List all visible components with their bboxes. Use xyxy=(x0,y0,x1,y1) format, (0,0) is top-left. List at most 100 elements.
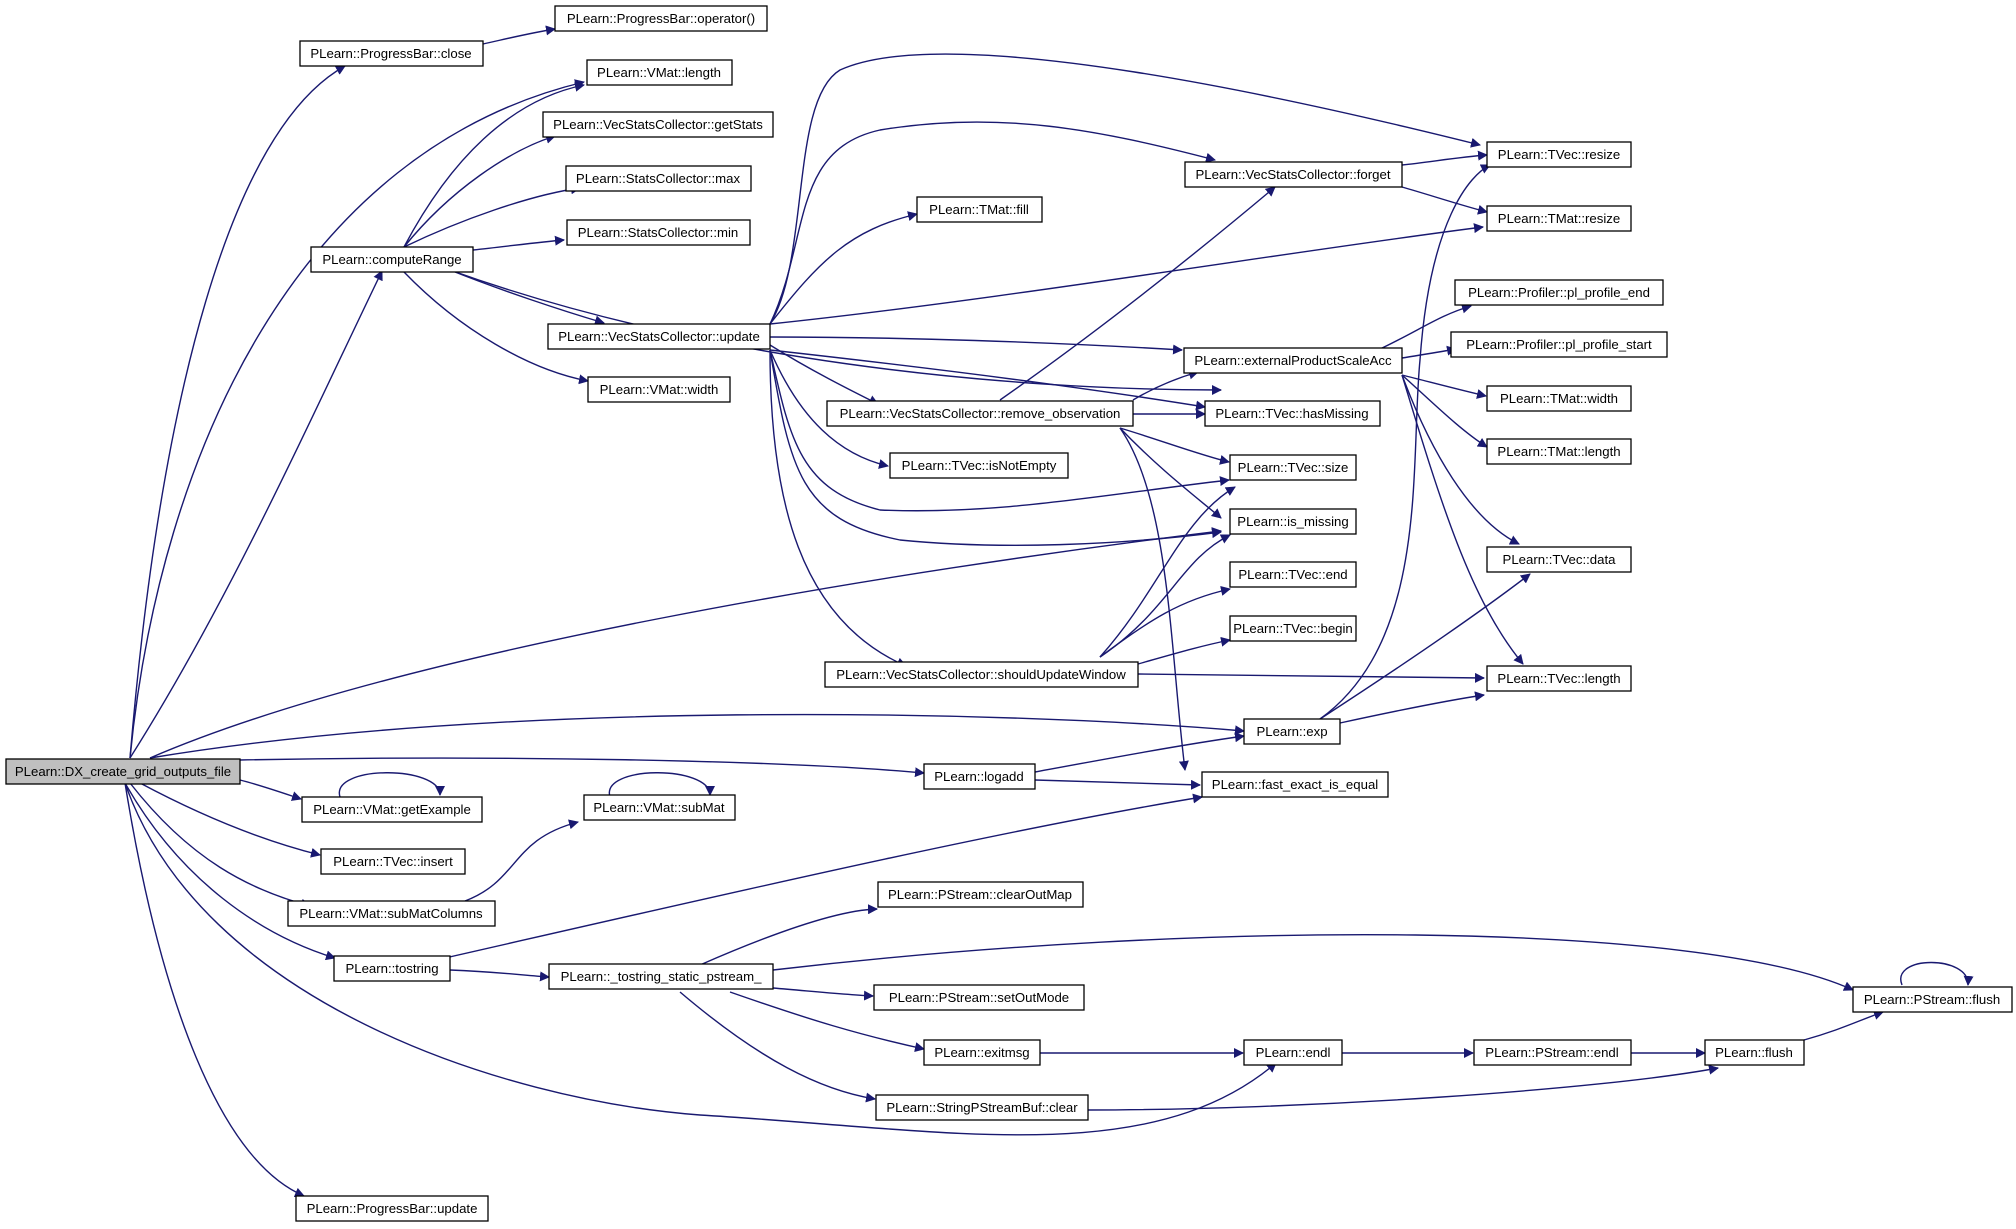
edge-root-to-computerange xyxy=(129,270,383,759)
node-tmat-resize[interactable]: PLearn::TMat::resize xyxy=(1486,205,1632,232)
svg-text:PLearn::VMat::length: PLearn::VMat::length xyxy=(597,65,721,80)
node-tmat-width[interactable]: PLearn::TMat::width xyxy=(1486,385,1632,412)
edge-suw-to-is-missing xyxy=(1099,534,1231,658)
edge-removeobs-to-is-missing xyxy=(1119,427,1222,519)
edge-ext-to-tmat-length xyxy=(1401,374,1488,448)
edge-removeobs-to-forget xyxy=(999,186,1276,401)
edge-root-to-logadd xyxy=(239,757,925,778)
edge-computerange-to-min xyxy=(472,235,565,251)
node-pstream-endl[interactable]: PLearn::PStream::endl xyxy=(1473,1039,1632,1066)
node-profiler-pl-profile-end[interactable]: PLearn::Profiler::pl_profile_end xyxy=(1454,279,1664,306)
node-vsc-forget[interactable]: PLearn::VecStatsCollector::forget xyxy=(1184,161,1403,188)
node-vmat-width[interactable]: PLearn::VMat::width xyxy=(587,376,731,403)
svg-text:PLearn::ProgressBar::operator(: PLearn::ProgressBar::operator() xyxy=(567,11,755,26)
node-tmat-fill[interactable]: PLearn::TMat::fill xyxy=(916,196,1043,223)
svg-text:PLearn::TVec::hasMissing: PLearn::TVec::hasMissing xyxy=(1215,406,1368,421)
edge-update-to-should-update-window xyxy=(769,349,907,667)
edge-exp-to-tvec-resize xyxy=(1319,164,1491,720)
node-tvec-isnotempty[interactable]: PLearn::TVec::isNotEmpty xyxy=(889,452,1069,479)
edge-suw-to-tvec-begin xyxy=(1137,636,1231,665)
node-tvec-begin[interactable]: PLearn::TVec::begin xyxy=(1229,615,1357,642)
node-vsc-remove-observation[interactable]: PLearn::VecStatsCollector::remove_observ… xyxy=(826,400,1134,427)
edge-suw-to-tvec-size xyxy=(1099,486,1236,658)
node-tvec-data[interactable]: PLearn::TVec::data xyxy=(1486,546,1632,573)
edge-static-to-setoutmode xyxy=(772,987,874,1001)
edge-forget-to-tvec-resize xyxy=(1401,150,1488,166)
edge-submat-self xyxy=(608,772,715,798)
node-tvec-end[interactable]: PLearn::TVec::end xyxy=(1229,561,1357,588)
node-vsc-update[interactable]: PLearn::VecStatsCollector::update xyxy=(547,323,771,350)
node-vmat-getexample[interactable]: PLearn::VMat::getExample xyxy=(301,796,483,823)
svg-text:PLearn::VecStatsCollector::for: PLearn::VecStatsCollector::forget xyxy=(1196,167,1391,182)
svg-text:PLearn::StatsCollector::max: PLearn::StatsCollector::max xyxy=(576,171,741,186)
node-flush[interactable]: PLearn::flush xyxy=(1704,1039,1805,1066)
node-pstream-clearoutmap[interactable]: PLearn::PStream::clearOutMap xyxy=(877,881,1084,908)
svg-text:PLearn::VMat::subMatColumns: PLearn::VMat::subMatColumns xyxy=(299,906,483,921)
svg-text:PLearn::TVec::size: PLearn::TVec::size xyxy=(1238,460,1349,475)
node-tvec-length[interactable]: PLearn::TVec::length xyxy=(1486,665,1632,692)
edge-root-to-tostring xyxy=(124,782,336,961)
node-tostring-static-pstream[interactable]: PLearn::_tostring_static_pstream_ xyxy=(548,963,774,990)
svg-text:PLearn::exitmsg: PLearn::exitmsg xyxy=(934,1045,1029,1060)
node-profiler-pl-profile-start[interactable]: PLearn::Profiler::pl_profile_start xyxy=(1450,331,1668,358)
node-tvec-resize[interactable]: PLearn::TVec::resize xyxy=(1486,141,1632,168)
edge-root-to-endl xyxy=(124,782,1277,1136)
node-is-missing[interactable]: PLearn::is_missing xyxy=(1229,508,1357,535)
node-tmat-length[interactable]: PLearn::TMat::length xyxy=(1486,438,1632,465)
node-tvec-insert[interactable]: PLearn::TVec::insert xyxy=(320,848,466,875)
svg-text:PLearn::_tostring_static_pstre: PLearn::_tostring_static_pstream_ xyxy=(561,969,763,984)
svg-text:PLearn::TVec::length: PLearn::TVec::length xyxy=(1497,671,1620,686)
svg-text:PLearn::endl: PLearn::endl xyxy=(1256,1045,1331,1060)
edge-computerange-to-vmat-length xyxy=(403,81,585,248)
node-stringpstreambuf-clear[interactable]: PLearn::StringPStreamBuf::clear xyxy=(875,1094,1089,1121)
node-pstream-flush[interactable]: PLearn::PStream::flush xyxy=(1852,986,2013,1013)
edge-computerange-to-vmat-width xyxy=(403,271,589,385)
node-tostring[interactable]: PLearn::tostring xyxy=(333,955,451,982)
edge-removeobs-to-externalproduct xyxy=(1132,369,1199,401)
node-externalproductscaleacc[interactable]: PLearn::externalProductScaleAcc xyxy=(1183,347,1403,374)
edge-getexample-self xyxy=(338,772,445,798)
node-progressbar-update[interactable]: PLearn::ProgressBar::update xyxy=(295,1195,489,1222)
node-exitmsg[interactable]: PLearn::exitmsg xyxy=(923,1039,1041,1066)
svg-text:PLearn::VMat::width: PLearn::VMat::width xyxy=(600,382,719,397)
edge-removeobs-to-tvec-size xyxy=(1119,427,1230,465)
node-exp[interactable]: PLearn::exp xyxy=(1243,718,1341,745)
edge-update-to-externalproduct xyxy=(769,336,1183,355)
edge-root-to-is-missing xyxy=(149,527,1222,759)
edge-computerange-to-getstats xyxy=(403,133,556,248)
svg-text:PLearn::TVec::end: PLearn::TVec::end xyxy=(1238,567,1347,582)
edge-removeobs-to-fast-exact xyxy=(1119,427,1189,771)
edge-update-to-is-missing-arc xyxy=(769,349,1222,546)
svg-text:PLearn::exp: PLearn::exp xyxy=(1256,724,1327,739)
svg-text:PLearn::TMat::width: PLearn::TMat::width xyxy=(1500,391,1618,406)
node-statscollector-min[interactable]: PLearn::StatsCollector::min xyxy=(566,219,751,246)
edge-update-to-forget xyxy=(769,121,1216,325)
node-vsc-getstats[interactable]: PLearn::VecStatsCollector::getStats xyxy=(542,111,774,138)
node-pstream-setoutmode[interactable]: PLearn::PStream::setOutMode xyxy=(873,984,1085,1011)
edge-exp-to-tvec-length xyxy=(1339,691,1485,724)
svg-text:PLearn::StatsCollector::min: PLearn::StatsCollector::min xyxy=(578,225,739,240)
edge-suw-to-tvec-end xyxy=(1099,586,1231,658)
node-vmat-submat[interactable]: PLearn::VMat::subMat xyxy=(583,794,736,821)
node-vmat-length[interactable]: PLearn::VMat::length xyxy=(586,59,733,86)
node-progressbar-operator[interactable]: PLearn::ProgressBar::operator() xyxy=(554,5,768,32)
edge-update-to-isnotempty xyxy=(769,349,889,469)
node-logadd[interactable]: PLearn::logadd xyxy=(923,763,1036,790)
edge-ext-to-pl-profile-end xyxy=(1379,303,1472,350)
svg-text:PLearn::PStream::endl: PLearn::PStream::endl xyxy=(1485,1045,1618,1060)
edge-suw-to-tvec-length xyxy=(1137,672,1485,683)
node-dx-create-grid-outputs-file[interactable]: PLearn::DX_create_grid_outputs_file xyxy=(5,758,241,785)
node-fast-exact-is-equal[interactable]: PLearn::fast_exact_is_equal xyxy=(1201,771,1389,798)
node-endl[interactable]: PLearn::endl xyxy=(1243,1039,1343,1066)
node-statscollector-max[interactable]: PLearn::StatsCollector::max xyxy=(565,165,752,192)
svg-text:PLearn::flush: PLearn::flush xyxy=(1715,1045,1793,1060)
node-computerange[interactable]: PLearn::computeRange xyxy=(310,246,474,273)
svg-text:PLearn::TVec::data: PLearn::TVec::data xyxy=(1503,552,1617,567)
node-vsc-shouldupdatewindow[interactable]: PLearn::VecStatsCollector::shouldUpdateW… xyxy=(824,661,1139,688)
node-tvec-hasmissing[interactable]: PLearn::TVec::hasMissing xyxy=(1204,400,1381,427)
node-vmat-submatcolumns[interactable]: PLearn::VMat::subMatColumns xyxy=(287,900,496,927)
node-tvec-size[interactable]: PLearn::TVec::size xyxy=(1229,454,1357,481)
node-progressbar-close[interactable]: PLearn::ProgressBar::close xyxy=(299,40,484,67)
edge-root-to-vmat-length xyxy=(129,79,585,759)
